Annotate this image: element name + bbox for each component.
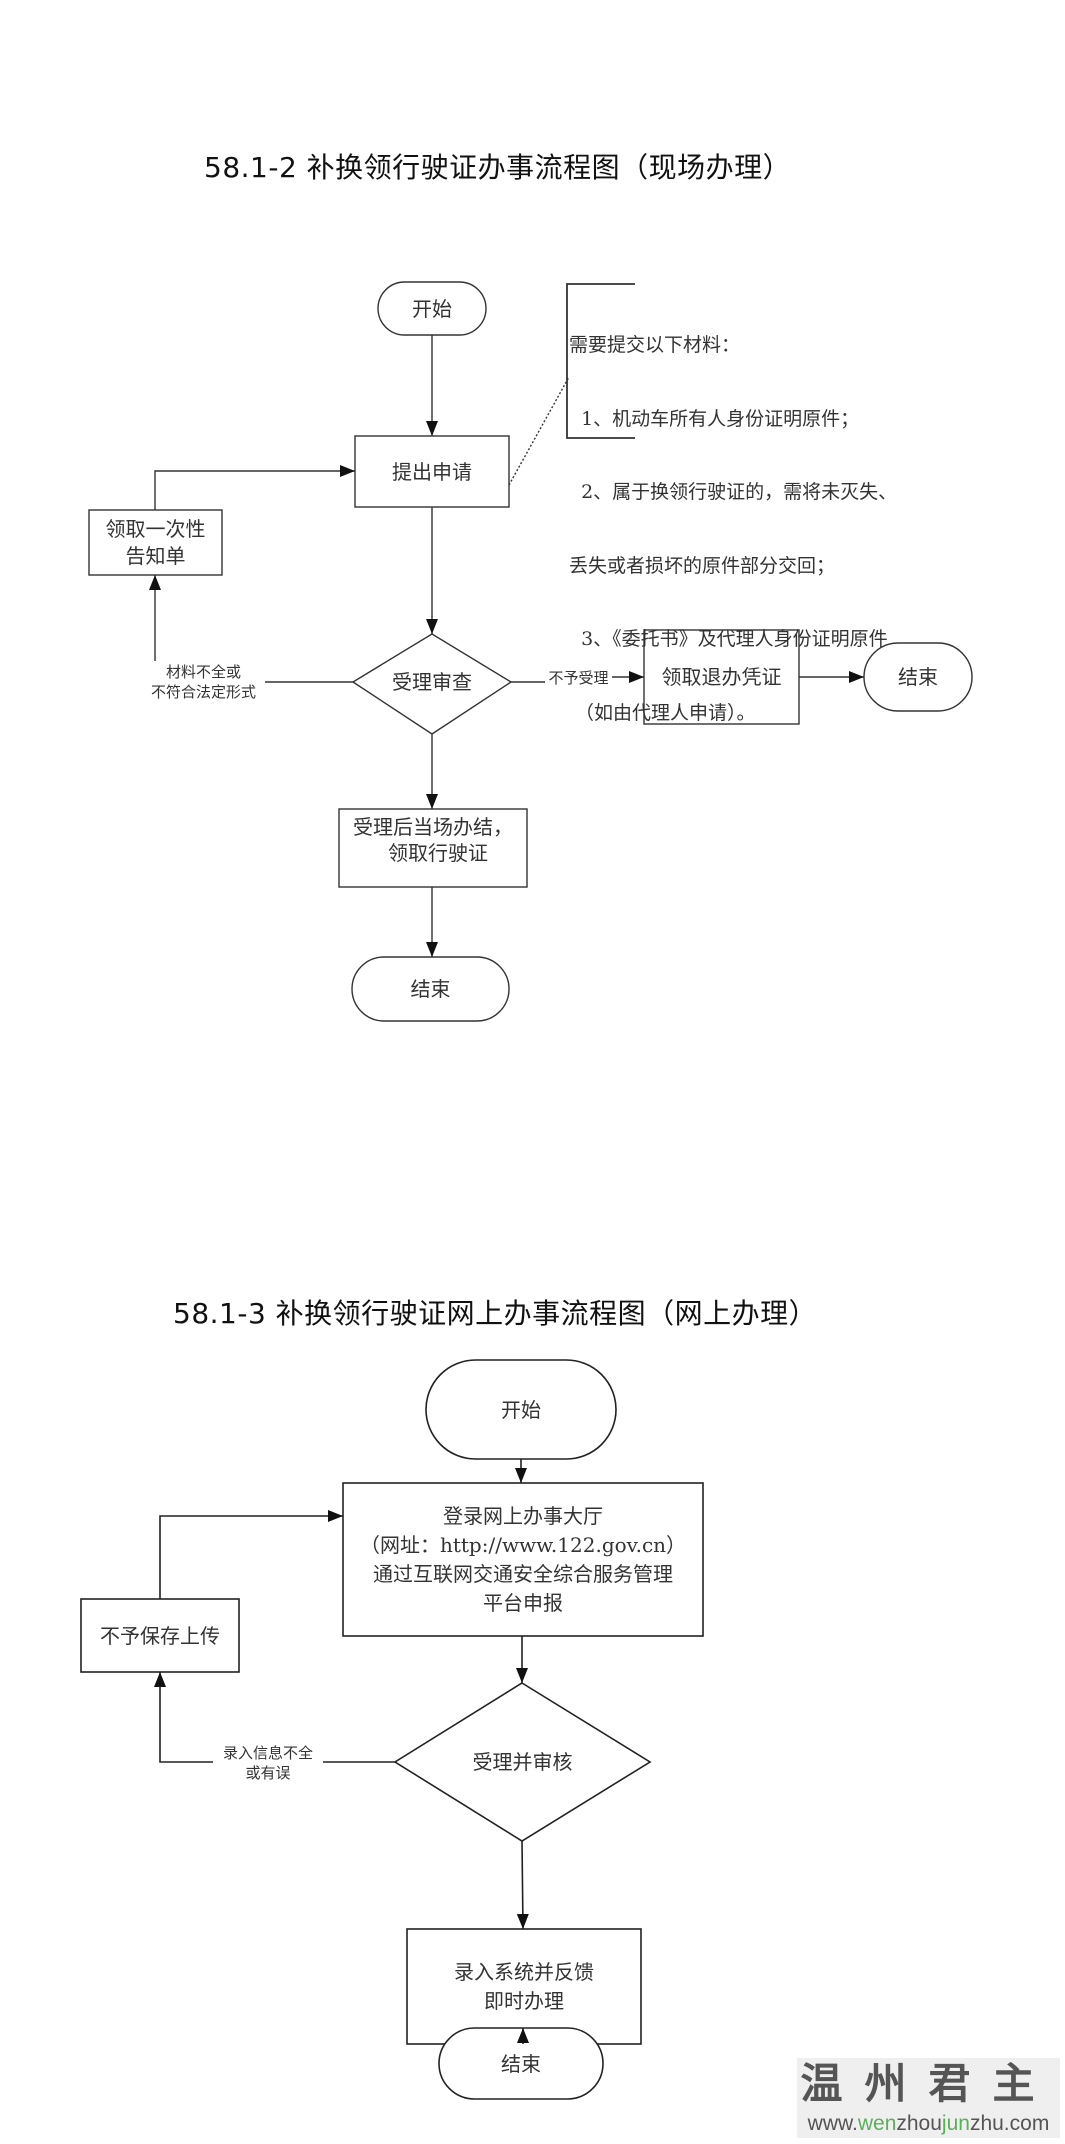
note-line-6: （如由代理人申请）。	[569, 701, 756, 724]
apply-label: 提出申请	[355, 436, 509, 507]
complete-box	[338, 808, 528, 888]
apply-text: 提出申请	[392, 459, 472, 484]
end-right-label: 结束	[864, 643, 972, 711]
watermark-url-part-3: zhou	[896, 2112, 942, 2135]
refund-box	[643, 629, 800, 725]
incomplete-label-2: 录入信息不全 或有误	[213, 1743, 323, 1783]
review-text-2: 受理并审核	[472, 1750, 573, 1774]
materials-note: 需要提交以下材料： 1、机动车所有人身份证明原件； 2、属于换领行驶证的，需将未…	[569, 284, 897, 750]
end-label-2: 结束	[439, 2028, 603, 2099]
edge-notice-to-apply	[154, 465, 355, 510]
watermark-url-part-1: www.	[807, 2112, 858, 2135]
note-leader-dashed	[508, 376, 570, 486]
no-save-box	[80, 1598, 240, 1673]
enter-text-line-2: 即时办理	[484, 1988, 564, 2013]
start-text: 开始	[412, 296, 452, 321]
edge2-label-to-nosave	[154, 1672, 213, 1763]
no-save-label: 不予保存上传	[81, 1599, 239, 1672]
notice-text-line-1: 领取一次性	[105, 516, 206, 541]
login-text-line-3: 通过互联网交通安全综合服务管理	[373, 1561, 673, 1586]
rejected-text: 不予受理	[548, 669, 609, 687]
end-bottom-text-1: 结束	[410, 977, 451, 1001]
incomplete-label-2-line-1: 录入信息不全	[222, 1744, 313, 1762]
apply-box	[354, 435, 510, 508]
incomplete-label-1-line-2: 不符合法定形式	[150, 683, 256, 701]
complete-text-line-1: 受理后当场办结，	[353, 815, 513, 839]
note-line-2: 1、机动车所有人身份证明原件；	[569, 407, 860, 430]
diagram-2-connectors	[154, 1459, 529, 2044]
review-text-1: 受理审查	[392, 670, 472, 694]
login-text-line-2: （网址：http://www.122.gov.cn）	[359, 1532, 687, 1557]
watermark-chinese: 温州君主	[800, 2059, 1057, 2108]
login-box	[342, 1482, 704, 1637]
edge2-review-to-enter	[516, 1840, 529, 1930]
note-bracket	[566, 283, 635, 439]
diagram-1-connectors	[149, 283, 864, 957]
incomplete-label-2-line-2: 或有误	[245, 1764, 291, 1782]
watermark-url-part-5: zhu.com	[969, 2112, 1050, 2135]
note-line-4: 丢失或者损坏的原件部分交回；	[569, 554, 836, 577]
note-line-5: 3、《委托书》及代理人身份证明原件	[569, 628, 888, 650]
watermark: 温州君主 www.wenzhoujunzhu.com	[797, 2058, 1060, 2138]
diagram-2-shapes	[80, 1359, 704, 2100]
enter-label: 录入系统并反馈 即时办理	[407, 1929, 641, 2044]
complete-text-line-2: 领取行驶证	[388, 841, 488, 865]
login-text-line-1: 登录网上办事大厅	[443, 1503, 603, 1528]
login-label: 登录网上办事大厅 （网址：http://www.122.gov.cn） 通过互联…	[343, 1483, 703, 1636]
review-label-1: 受理审查	[353, 662, 511, 702]
complete-label: 受理后当场办结， 领取行驶证	[339, 812, 527, 868]
notice-label: 领取一次性 告知单	[89, 510, 222, 575]
end-bottom-label-1: 结束	[352, 957, 509, 1021]
start-text-2: 开始	[501, 1397, 541, 1422]
watermark-url-part-2: wen	[857, 2112, 897, 2135]
note-line-1: 需要提交以下材料：	[569, 334, 741, 356]
refund-text: 领取退办凭证	[661, 665, 782, 689]
incomplete-label-1-line-1: 材料不全或	[165, 663, 241, 681]
diagram-1-shapes	[88, 281, 973, 1022]
start-label-1: 开始	[378, 282, 486, 335]
rejected-label: 不予受理	[545, 668, 612, 688]
enter-text-line-1: 录入系统并反馈	[454, 1959, 594, 1984]
edge2-nosave-to-login	[159, 1510, 343, 1599]
start-label-2: 开始	[426, 1360, 616, 1459]
watermark-url-part-4: jun	[941, 2112, 970, 2135]
diagram-2-title: 58.1-3 补换领行驶证网上办事流程图（网上办理）	[173, 1297, 818, 1330]
no-save-text: 不予保存上传	[100, 1623, 220, 1648]
watermark-url: www.wenzhoujunzhu.com	[797, 2112, 1060, 2136]
login-text-line-4: 平台申报	[483, 1590, 563, 1615]
end-right-text: 结束	[898, 665, 938, 689]
end-text-2: 结束	[501, 2051, 541, 2076]
diagram-1-title: 58.1-2 补换领行驶证办事流程图（现场办理）	[204, 151, 792, 184]
review-label-2: 受理并审核	[395, 1742, 650, 1782]
enter-box	[406, 1928, 642, 2045]
refund-label: 领取退办凭证	[644, 662, 799, 692]
notice-text-line-2: 告知单	[125, 543, 186, 568]
end-terminal-bottom-1	[351, 956, 510, 1022]
incomplete-label-1: 材料不全或 不符合法定形式	[142, 662, 265, 702]
note-line-3: 2、属于换领行驶证的，需将未灭失、	[569, 481, 898, 503]
